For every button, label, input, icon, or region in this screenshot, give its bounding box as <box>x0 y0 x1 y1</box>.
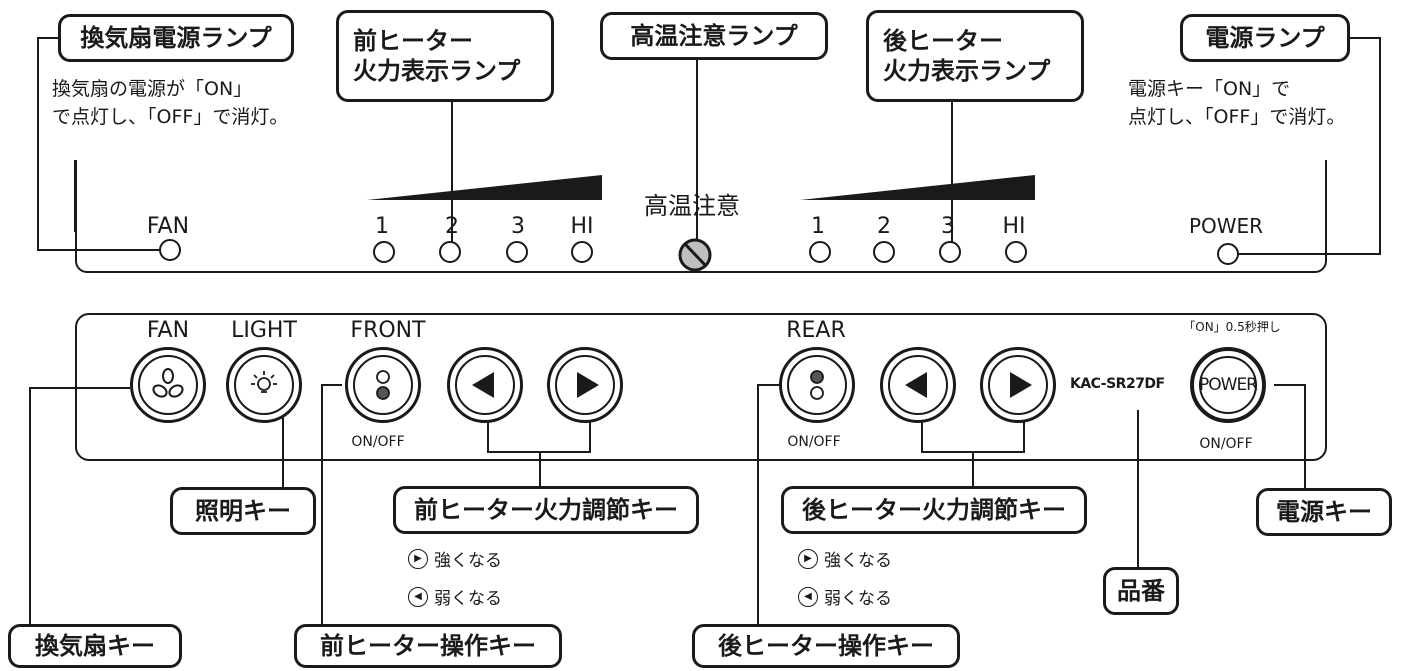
rear-level-hi-lamp <box>1005 241 1027 263</box>
rear-heater-down-button[interactable] <box>880 347 956 423</box>
right-arrow-icon <box>577 372 599 398</box>
rear-heater-lamp-callout: 後ヒーター 火力表示ランプ <box>866 10 1084 102</box>
rear-level-1-lamp <box>809 241 831 263</box>
front-position-icon <box>376 370 390 400</box>
rear-heater-button[interactable] <box>779 347 855 423</box>
front-level-hi-lamp <box>571 241 593 263</box>
right-triangle-circle-icon: ▶ <box>798 548 818 569</box>
front-level-hi-label: HI <box>570 214 594 239</box>
power-hint-label: 「ON」0.5秒押し <box>1183 320 1281 334</box>
front-level-1-lamp <box>373 241 395 263</box>
model-number-label: KAC-SR27DF <box>1070 376 1165 392</box>
power-lamp-description: 電源キー「ON」で 点灯し、「OFF」で消灯。 <box>1128 78 1346 128</box>
fan-icon <box>152 368 184 398</box>
front-level-2-lamp <box>439 241 461 263</box>
key-panel <box>75 313 1327 461</box>
fan-power-lamp-callout: 換気扇電源ランプ <box>58 14 294 62</box>
left-arrow-icon <box>472 372 494 398</box>
light-button[interactable] <box>226 347 302 423</box>
rear-key-label: REAR <box>786 318 846 343</box>
light-key-label: LIGHT <box>231 318 297 343</box>
fan-button[interactable] <box>130 347 206 423</box>
rear-level-3-lamp <box>939 241 961 263</box>
front-adjust-down-note: ◀弱くなる <box>408 584 502 609</box>
front-level-3-lamp <box>506 241 528 263</box>
front-level-2-label: 2 <box>445 214 459 239</box>
rear-adjust-up-note: ▶強くなる <box>798 546 892 571</box>
left-triangle-circle-icon: ◀ <box>408 586 428 607</box>
light-bulb-icon <box>251 371 277 393</box>
rear-level-1-label: 1 <box>811 214 825 239</box>
front-heater-up-button[interactable] <box>547 347 623 423</box>
rear-position-icon <box>810 370 824 400</box>
rear-level-3-label: 3 <box>941 214 955 239</box>
rear-level-hi-label: HI <box>1002 214 1026 239</box>
front-onoff-label: ON/OFF <box>351 434 405 450</box>
power-button-label: POWER <box>1199 375 1258 395</box>
fan-lamp <box>159 239 181 261</box>
left-triangle-circle-icon: ◀ <box>798 586 818 607</box>
power-button[interactable]: POWER <box>1190 347 1266 423</box>
front-heater-down-button[interactable] <box>447 347 523 423</box>
power-key-callout: 電源キー <box>1256 488 1392 536</box>
power-lamp-label: POWER <box>1188 214 1264 238</box>
power-onoff-label: ON/OFF <box>1199 436 1253 452</box>
high-temp-warning-icon <box>680 240 710 270</box>
front-adjust-key-callout: 前ヒーター火力調節キー <box>393 486 699 534</box>
right-triangle-circle-icon: ▶ <box>408 548 428 569</box>
front-heater-button[interactable] <box>345 347 421 423</box>
high-temp-lamp-callout: 高温注意ランプ <box>600 12 828 60</box>
front-level-1-label: 1 <box>375 214 389 239</box>
rear-operate-key-callout: 後ヒーター操作キー <box>692 624 960 668</box>
rear-level-2-lamp <box>873 241 895 263</box>
left-arrow-icon <box>905 372 927 398</box>
high-temp-label: 高温注意 <box>644 192 740 220</box>
power-lamp <box>1217 243 1239 265</box>
light-key-callout: 照明キー <box>170 487 316 535</box>
fan-key-callout: 換気扇キー <box>8 624 182 668</box>
right-arrow-icon <box>1010 372 1032 398</box>
fan-lamp-label: FAN <box>146 214 190 239</box>
front-operate-key-callout: 前ヒーター操作キー <box>294 624 562 668</box>
power-lamp-callout: 電源ランプ <box>1180 14 1350 62</box>
rear-adjust-down-note: ◀弱くなる <box>798 584 892 609</box>
rear-level-2-label: 2 <box>877 214 891 239</box>
rear-onoff-label: ON/OFF <box>787 434 841 450</box>
rear-adjust-key-callout: 後ヒーター火力調節キー <box>781 486 1087 534</box>
fan-power-lamp-description: 換気扇の電源が「ON」 で点灯し、「OFF」で消灯。 <box>52 78 289 128</box>
front-adjust-up-note: ▶強くなる <box>408 546 502 571</box>
model-no-callout: 品番 <box>1103 567 1179 615</box>
front-key-label: FRONT <box>350 318 426 343</box>
front-level-3-label: 3 <box>511 214 525 239</box>
lamp-panel <box>75 160 1327 273</box>
front-heater-lamp-callout: 前ヒーター 火力表示ランプ <box>336 10 554 102</box>
rear-heater-up-button[interactable] <box>980 347 1056 423</box>
fan-key-label: FAN <box>146 318 190 343</box>
